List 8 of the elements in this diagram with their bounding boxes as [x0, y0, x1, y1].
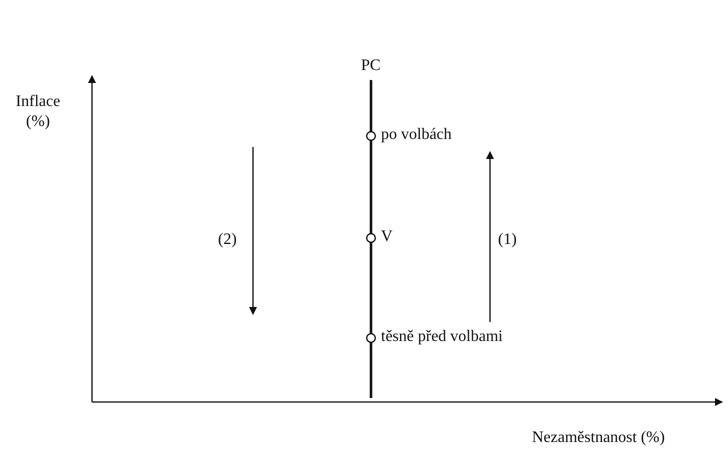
arrow-label: (2)	[218, 230, 237, 250]
point-label: po volbách	[381, 125, 452, 145]
point-label: V	[381, 227, 393, 247]
arrow-label: (1)	[498, 230, 517, 250]
axis-label: Inflace (%)	[14, 92, 62, 132]
axis-label: Nezaměstnanost (%)	[532, 428, 665, 448]
point-label: těsně před volbami	[381, 327, 503, 347]
curve-label: PC	[361, 56, 381, 76]
